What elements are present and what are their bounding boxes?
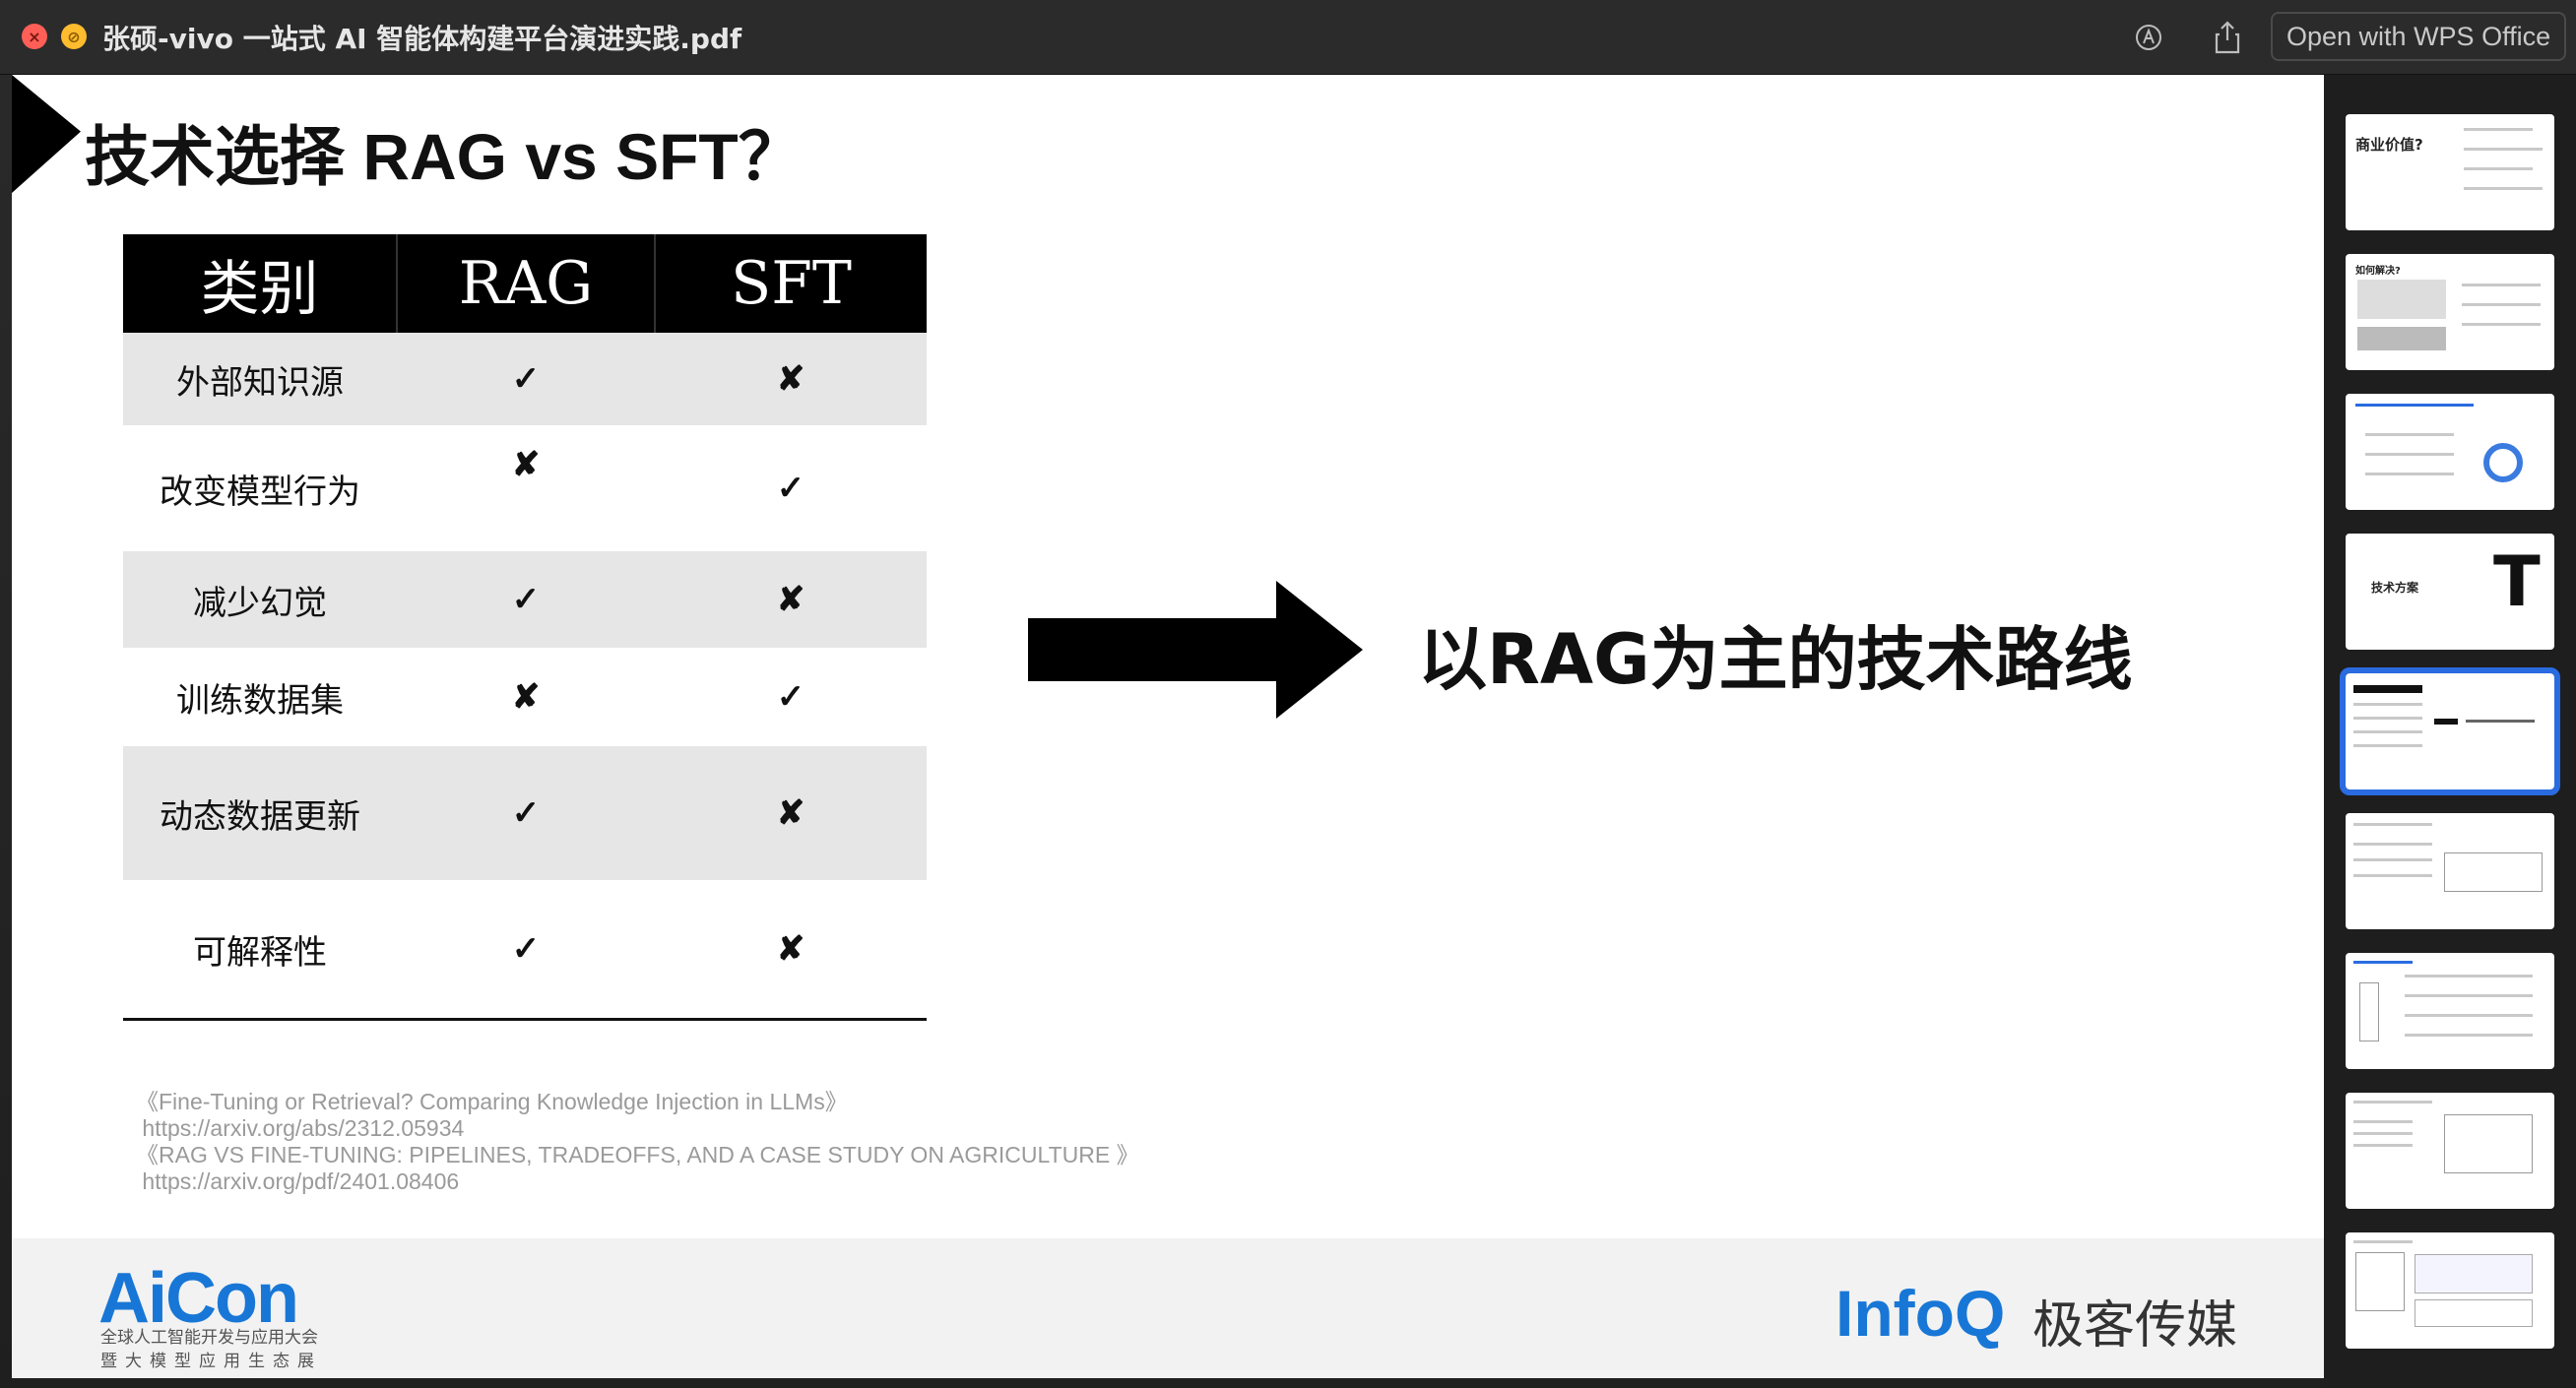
reference-line: https://arxiv.org/abs/2312.05934 <box>136 1115 465 1141</box>
rag-mark: ✓ <box>397 333 655 425</box>
table-header-row: 类别 RAG SFT <box>123 234 927 333</box>
thumbnail-page[interactable] <box>2346 813 2554 929</box>
thumbnail-page[interactable] <box>2346 1093 2554 1209</box>
thumbnail-title: 如何解决? <box>2355 266 2401 277</box>
table-row: 改变模型行为 ✘ ✓ <box>123 425 927 551</box>
reference-line: 《RAG VS FINE-TUNING: PIPELINES, TRADEOFF… <box>136 1142 1139 1167</box>
row-category: 改变模型行为 <box>160 472 360 512</box>
header-category: 类别 <box>123 234 398 333</box>
reference-line: 《Fine-Tuning or Retrieval? Comparing Kno… <box>136 1089 848 1114</box>
infoq-chinese-name: 极客传媒 <box>2032 1296 2238 1356</box>
slide-page: 技术选择 RAG vs SFT？ 类别 RAG SFT 外部知识源 ✓ ✘ 改变… <box>12 75 2324 1378</box>
thumbnail-page[interactable] <box>2346 394 2554 510</box>
thumbnail-page-current[interactable] <box>2340 667 2560 795</box>
thumbnail-title: 技术方案 <box>2371 581 2419 595</box>
thumbnail-page[interactable]: 商业价值? <box>2346 114 2554 230</box>
aicon-subtitle-2: 暨大模型应用生态展 <box>100 1352 322 1371</box>
table-row: 减少幻觉 ✓ ✘ <box>123 551 927 648</box>
row-category: 动态数据更新 <box>123 746 397 880</box>
sft-mark: ✘ <box>655 746 927 880</box>
aicon-subtitle: 全球人工智能开发与应用大会 <box>100 1328 318 1348</box>
minimize-icon[interactable]: ⊘ <box>61 24 87 49</box>
infoq-logo: InfoQ <box>1835 1277 2006 1350</box>
header-sft: SFT <box>655 234 927 333</box>
reference-line: https://arxiv.org/pdf/2401.08406 <box>136 1168 460 1194</box>
thumbnail-title: 商业价值? <box>2355 136 2423 154</box>
thumbnail-page[interactable] <box>2346 953 2554 1069</box>
rag-mark: ✓ <box>511 929 541 969</box>
rag-mark: ✘ <box>511 445 541 484</box>
thumbnail-page[interactable]: 技术方案 T <box>2346 534 2554 650</box>
references: 《Fine-Tuning or Retrieval? Comparing Kno… <box>136 1089 1139 1195</box>
sft-mark: ✘ <box>655 333 927 425</box>
slide-heading: 技术选择 RAG vs SFT？ <box>85 120 804 193</box>
sft-mark: ✓ <box>776 469 805 508</box>
table-row: 外部知识源 ✓ ✘ <box>123 333 927 425</box>
markup-icon[interactable] <box>2131 20 2166 55</box>
aicon-logo: AiCon <box>98 1259 299 1338</box>
conclusion-text: 以RAG为主的技术路线 <box>1418 619 2133 700</box>
right-arrow-icon <box>1028 581 1363 719</box>
row-category: 训练数据集 <box>176 680 344 721</box>
sft-mark: ✘ <box>655 551 927 648</box>
table-bottom-rule <box>123 1018 927 1021</box>
window-titlebar: × ⊘ 张硕-vivo 一站式 AI 智能体构建平台演进实践.pdf Open … <box>0 0 2576 75</box>
corner-decoration <box>12 75 81 193</box>
row-category: 外部知识源 <box>123 333 397 425</box>
rag-mark: ✓ <box>397 746 655 880</box>
sft-mark: ✘ <box>776 929 805 969</box>
thumbnail-page[interactable] <box>2346 1232 2554 1349</box>
share-icon[interactable] <box>2210 20 2245 55</box>
row-category: 减少幻觉 <box>123 551 397 648</box>
table-row: 训练数据集 ✘ ✓ <box>123 648 927 746</box>
slide-footer: AiCon 全球人工智能开发与应用大会 暨大模型应用生态展 InfoQ 极客传媒 <box>12 1238 2324 1378</box>
thumbnail-page[interactable]: 如何解决? <box>2346 254 2554 370</box>
table-row: 可解释性 ✓ ✘ <box>123 880 927 1018</box>
close-icon[interactable]: × <box>22 24 47 49</box>
sft-mark: ✓ <box>776 677 805 717</box>
row-category: 可解释性 <box>193 932 327 973</box>
rag-mark: ✘ <box>511 677 541 717</box>
open-with-wps-button[interactable]: Open with WPS Office <box>2271 12 2567 61</box>
rag-mark: ✓ <box>397 551 655 648</box>
window-title: 张硕-vivo 一站式 AI 智能体构建平台演进实践.pdf <box>102 23 742 55</box>
comparison-table: 类别 RAG SFT 外部知识源 ✓ ✘ 改变模型行为 ✘ ✓ 减少幻觉 ✓ ✘ <box>123 234 927 1018</box>
thumbnail-sidebar[interactable]: 商业价值? 如何解决? 技术方案 T <box>2324 75 2576 1388</box>
header-rag: RAG <box>397 234 656 333</box>
table-row: 动态数据更新 ✓ ✘ <box>123 746 927 880</box>
